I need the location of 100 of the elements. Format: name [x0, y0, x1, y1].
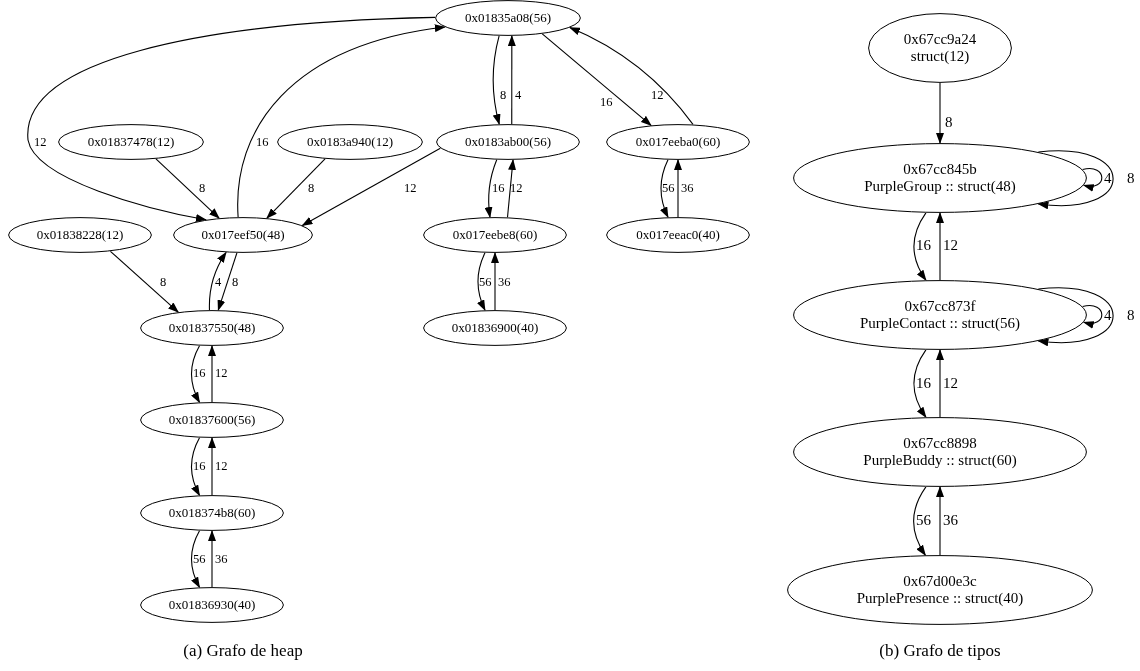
node-label: 0x0183ab00(56) — [465, 134, 551, 150]
ellipse-node — [868, 13, 1012, 83]
edge-label: 4 — [215, 275, 222, 289]
node-label: 0x01837478(12) — [87, 134, 175, 150]
ellipse-node — [423, 310, 567, 346]
node-label: PurpleContact :: struct(56) — [860, 315, 1020, 333]
ellipse-node — [436, 124, 580, 160]
node-label: 0x67d00e3c — [903, 572, 977, 590]
ellipse-node — [435, 0, 581, 36]
edge-label: 8 — [199, 181, 206, 195]
arrow — [506, 158, 517, 218]
edge-label: 8 — [1127, 307, 1135, 323]
edge-label: 56 — [916, 512, 931, 528]
node-label: 0x67cc845b — [903, 160, 977, 178]
node-label: 0x01836930(40) — [168, 597, 256, 613]
node-label: 0x67cc8898 — [903, 434, 977, 452]
arrow — [109, 250, 179, 313]
node-label: 0x67cc9a24 — [903, 30, 977, 48]
edge-label: 16 — [916, 237, 931, 253]
arrow — [1037, 287, 1114, 346]
node-label: 0x01836900(40) — [451, 320, 539, 336]
edge-label: 8 — [1127, 170, 1135, 186]
node-label: 0x017eeac0(40) — [636, 227, 720, 243]
edge-label: 12 — [510, 181, 523, 195]
ellipse-node — [8, 217, 152, 253]
arrow — [208, 437, 216, 496]
ellipse-node — [173, 217, 313, 253]
edge-label: 16 — [600, 95, 613, 109]
arrow — [190, 345, 201, 404]
ellipse-node — [787, 555, 1093, 625]
arrow — [569, 27, 694, 125]
node-label: 0x01837550(48) — [168, 320, 256, 336]
edge-label: 36 — [681, 181, 694, 195]
arrow — [477, 252, 486, 312]
node-label: 0x017eeba0(60) — [635, 134, 721, 150]
arrow — [1082, 305, 1103, 328]
edge-label: 16 — [193, 459, 206, 473]
edge-label: 16 — [492, 181, 505, 195]
edge-label: 12 — [215, 459, 228, 473]
arrow — [208, 530, 216, 588]
node-label: 0x01838228(12) — [36, 227, 124, 243]
ellipse-node — [793, 143, 1087, 213]
arrow — [491, 252, 499, 311]
edge-label: 56 — [662, 181, 675, 195]
arrow — [936, 349, 944, 418]
ellipse-node — [793, 417, 1087, 487]
ellipse-node — [140, 402, 284, 438]
arrow — [155, 158, 220, 219]
arrow — [1082, 168, 1103, 191]
arrow — [237, 24, 446, 218]
edge-label: 12 — [943, 375, 958, 391]
edge-label: 4 — [515, 88, 522, 102]
arrow — [266, 158, 326, 219]
edge-label: 12 — [34, 135, 47, 149]
arrow — [1037, 150, 1114, 209]
edge-label: 12 — [215, 366, 228, 380]
ellipse-node — [606, 124, 750, 160]
arrow — [936, 212, 944, 281]
arrow — [27, 16, 436, 222]
edge-label: 12 — [651, 88, 664, 102]
node-label: PurpleBuddy :: struct(60) — [863, 452, 1017, 470]
edge-label: 36 — [215, 552, 228, 566]
arrow — [208, 345, 216, 403]
edge-label: 12 — [943, 237, 958, 253]
ellipse-node — [140, 495, 284, 531]
edge-label: 56 — [479, 275, 492, 289]
edge-label: 16 — [256, 135, 269, 149]
node-label: 0x017eebe8(60) — [452, 227, 538, 243]
arrow — [936, 486, 944, 556]
edge-label: 12 — [404, 181, 417, 195]
node-label: 0x01837600(56) — [168, 412, 256, 428]
edge-label: 4 — [1104, 170, 1112, 186]
subfigure-caption: (a) Grafo de heap — [183, 641, 303, 661]
arrow — [913, 349, 927, 418]
ellipse-node — [423, 217, 567, 253]
node-label: 0x018374b8(60) — [168, 505, 256, 521]
edge-label: 8 — [945, 114, 953, 130]
arrow — [190, 530, 201, 589]
arrow — [217, 252, 238, 311]
arrow — [913, 486, 927, 556]
node-label: 0x017eef50(48) — [201, 227, 285, 243]
edge-label: 56 — [193, 552, 206, 566]
ellipse-node — [58, 124, 204, 160]
edge-label: 8 — [308, 181, 315, 195]
edge-label: 36 — [943, 512, 958, 528]
node-label: struct(12) — [910, 48, 970, 66]
edge-label: 4 — [1104, 307, 1112, 323]
node-label: 0x67cc873f — [904, 297, 976, 315]
arrow — [208, 251, 227, 311]
edge-label: 36 — [498, 275, 511, 289]
arrow — [492, 35, 501, 126]
arrow — [913, 212, 927, 281]
subfigure-caption: (b) Grafo de tipos — [879, 641, 1001, 661]
arrow — [507, 35, 516, 125]
edge-label: 8 — [160, 275, 167, 289]
arrow — [660, 159, 669, 219]
arrow — [190, 437, 201, 497]
ellipse-node — [793, 280, 1087, 350]
node-label: PurpleGroup :: struct(48) — [864, 178, 1016, 196]
ellipse-node — [140, 310, 284, 346]
